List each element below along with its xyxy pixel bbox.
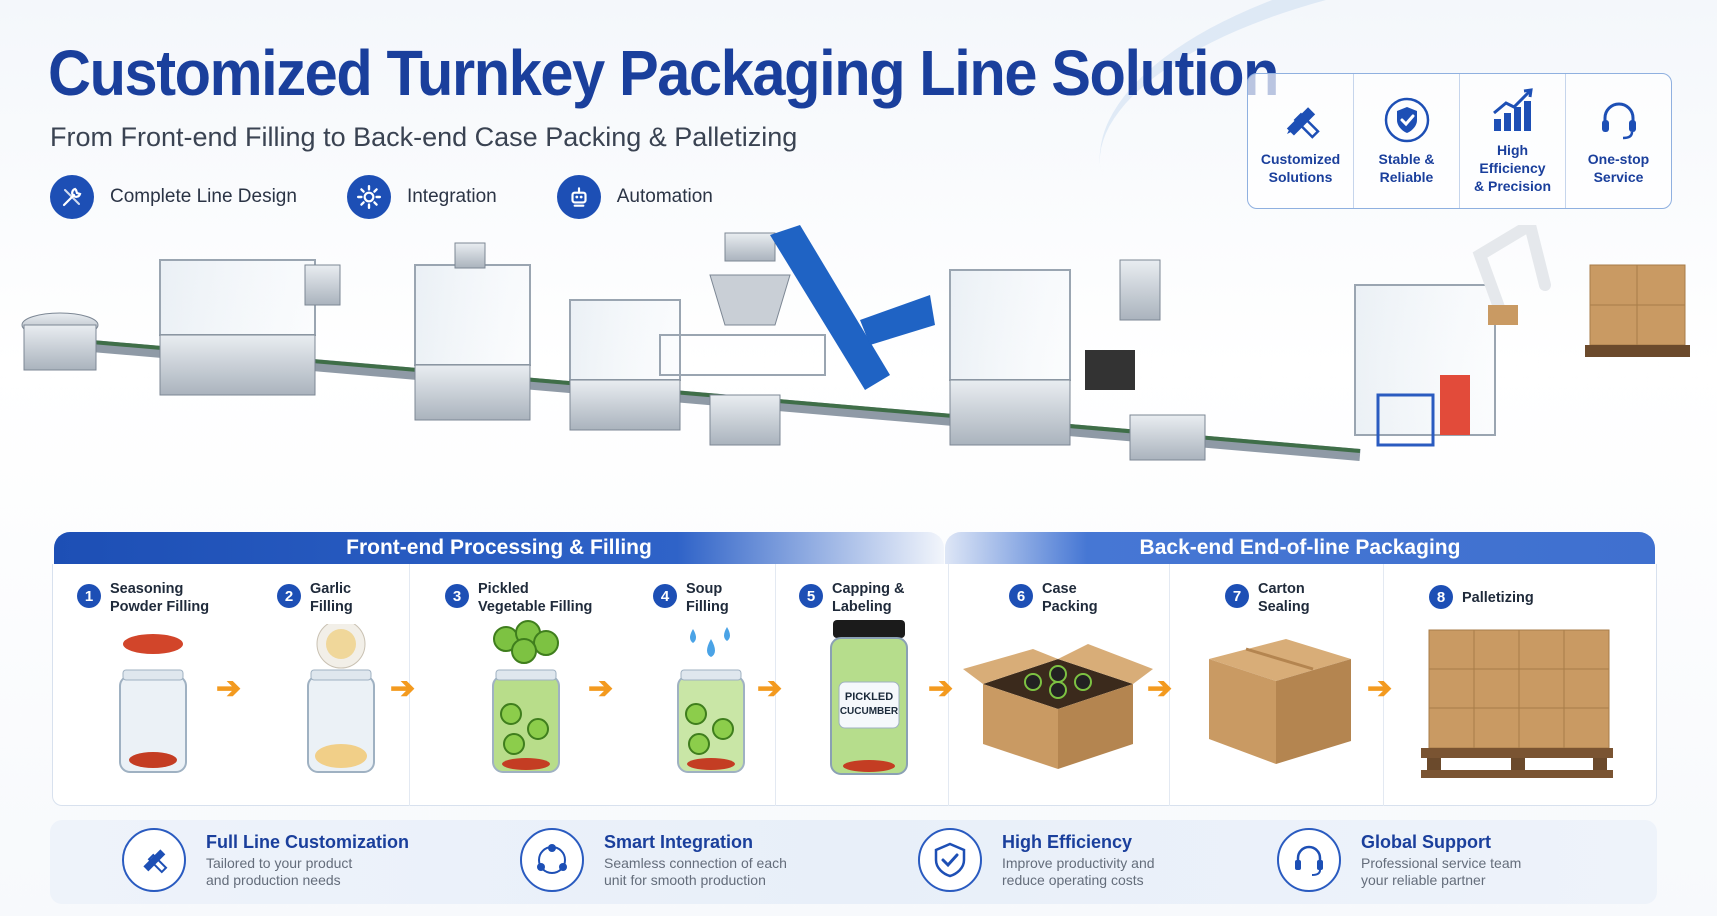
feature-label: Automation: [616, 186, 713, 207]
feature-label: Complete Line Design: [110, 186, 297, 207]
benefits-bar: Full Line Customization Tailored to your…: [50, 820, 1657, 904]
badge-efficiency: High Efficiency & Precision: [1460, 74, 1566, 208]
step-1: 1 Seasoning Powder Filling: [77, 580, 209, 616]
arrow-right-icon: ➔: [757, 672, 783, 705]
step-label: Palletizing: [1462, 590, 1534, 606]
benefit-description: Professional service team your reliable …: [1361, 854, 1522, 888]
step-divider: [1169, 564, 1170, 806]
headset-icon: [1601, 102, 1636, 140]
badge-stable: Stable & Reliable: [1354, 74, 1460, 208]
benefit-title: Global Support: [1361, 831, 1491, 852]
section-front-end-header: Front-end Processing & Filling: [54, 532, 944, 564]
benefit-description: Tailored to your product and production …: [206, 854, 353, 888]
step-8: 8 Palletizing: [1429, 585, 1534, 609]
network-nodes-icon: [520, 828, 584, 892]
step-number: 8: [1429, 585, 1453, 609]
jar-soup-illustration: [677, 627, 745, 773]
benefit-efficiency: High Efficiency Improve productivity and…: [918, 828, 1155, 892]
robot-icon: [556, 175, 601, 219]
page-title: Customized Turnkey Packaging Line Soluti…: [48, 37, 1279, 109]
benefit-description: Seamless connection of each unit for smo…: [604, 854, 787, 888]
benefit-integration: Smart Integration Seamless connection of…: [520, 828, 787, 892]
step-divider: [948, 564, 949, 806]
step-number: 1: [77, 584, 101, 608]
wrench-pencil-icon: [50, 175, 94, 219]
feature-label: Integration: [406, 186, 497, 207]
feature-row: Complete Line Design Integration Automat…: [50, 175, 763, 219]
step-number: 4: [653, 584, 677, 608]
step-number: 3: [445, 584, 469, 608]
pencil-ruler-icon: [1286, 107, 1320, 139]
step-3: 3 Pickled Vegetable Filling: [445, 580, 592, 616]
step-4: 4 Soup Filling: [653, 580, 729, 616]
shield-check-icon: [1384, 97, 1429, 143]
feature-integration: Integration: [346, 175, 497, 219]
case-packing-illustration: [963, 644, 1153, 769]
bar-chart-growth-icon: [1492, 88, 1533, 131]
packaging-line-illustration: [10, 215, 1710, 515]
step-label: Carton Sealing: [1258, 581, 1310, 615]
section-back-end-header: Back-end End-of-line Packaging: [945, 532, 1655, 564]
step-divider: [1383, 564, 1384, 806]
benefit-support: Global Support Professional service team…: [1277, 828, 1521, 892]
step-number: 6: [1009, 584, 1033, 608]
step-label: Case Packing: [1042, 581, 1098, 615]
step-6: 6 Case Packing: [1009, 580, 1098, 616]
headset-icon: [1277, 828, 1341, 892]
step-number: 7: [1225, 584, 1249, 608]
benefit-title: Full Line Customization: [206, 831, 409, 852]
carton-sealing-illustration: [1209, 639, 1351, 764]
arrow-right-icon: ➔: [1367, 672, 1393, 705]
step-label: Capping & Labeling: [832, 581, 905, 615]
jar-capped-labeled-illustration: PICKLED CUCUMBER: [830, 620, 908, 775]
arrow-right-icon: ➔: [1147, 672, 1173, 705]
pencil-ruler-icon: [122, 828, 186, 892]
benefit-title: Smart Integration: [604, 831, 754, 852]
jar-seasoning-illustration: [119, 634, 187, 773]
badge-label: Stable & Reliable: [1378, 151, 1435, 185]
step-label: Garlic Filling: [310, 581, 353, 615]
step-7: 7 Carton Sealing: [1225, 580, 1310, 616]
step-number: 2: [277, 584, 301, 608]
jar-garlic-illustration: [307, 624, 375, 773]
step-label: Seasoning Powder Filling: [110, 581, 210, 615]
arrow-right-icon: ➔: [216, 672, 242, 705]
benefit-customization: Full Line Customization Tailored to your…: [122, 828, 409, 892]
page-subtitle: From Front-end Filling to Back-end Case …: [50, 122, 798, 152]
feature-complete-line-design: Complete Line Design: [50, 175, 297, 219]
benefit-description: Improve productivity and reduce operatin…: [1002, 854, 1155, 888]
feature-automation: Automation: [556, 175, 713, 219]
badge-label: One-stop Service: [1587, 151, 1650, 185]
jar-label-line2: CUCUMBER: [840, 706, 899, 717]
benefit-title: High Efficiency: [1002, 831, 1133, 852]
step-divider: [775, 564, 776, 806]
badge-label: High Efficiency & Precision: [1473, 142, 1552, 194]
shield-check-icon: [918, 828, 982, 892]
palletizing-illustration: [1421, 629, 1613, 778]
step-number: 5: [799, 584, 823, 608]
arrow-right-icon: ➔: [390, 672, 416, 705]
badge-service: One-stop Service: [1566, 74, 1671, 208]
step-label: Soup Filling: [686, 581, 729, 615]
jar-pickled-vegetable-illustration: [492, 620, 560, 773]
arrow-right-icon: ➔: [588, 672, 614, 705]
step-label: Pickled Vegetable Filling: [478, 581, 593, 615]
badge-customized: Customized Solutions: [1248, 74, 1354, 208]
step-2: 2 Garlic Filling: [277, 580, 353, 616]
badge-label: Customized Solutions: [1260, 151, 1341, 185]
gear-icon: [346, 175, 391, 219]
arrow-right-icon: ➔: [928, 672, 954, 705]
badge-panel: Customized Solutions Stable & Reliable H…: [1247, 73, 1672, 209]
jar-label-line1: PICKLED: [845, 691, 893, 703]
step-divider: [409, 564, 410, 806]
process-steps-panel: 1 Seasoning Powder Filling 2 Garlic Fill…: [52, 564, 1657, 806]
step-5: 5 Capping & Labeling: [799, 580, 905, 616]
